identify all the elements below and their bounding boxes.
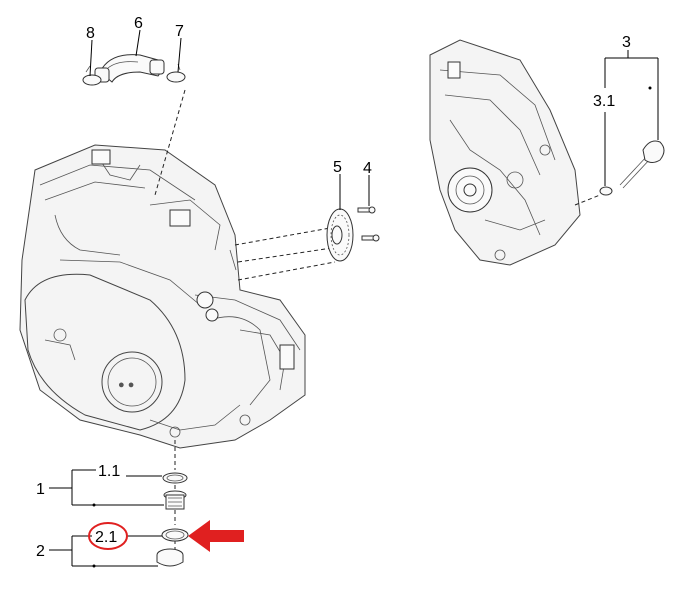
o-ring-1-1 [162, 472, 188, 484]
callout-1: 1 [36, 481, 45, 498]
oil-strainer [163, 490, 187, 510]
callout-1-1: 1.1 [98, 463, 120, 480]
leader-lines [49, 29, 659, 567]
callout-2-1: 2.1 [95, 529, 117, 546]
callout-2: 2 [36, 543, 45, 560]
gear-guide-line-upper [234, 227, 331, 246]
callout-8: 8 [86, 25, 95, 42]
hose-guide-line [154, 89, 186, 196]
leader-dot [92, 503, 96, 507]
highlight-circle [88, 522, 128, 550]
hose-clamp-left [82, 65, 102, 86]
sealing-washer [599, 186, 613, 196]
callout-5: 5 [333, 159, 342, 176]
main-engine-assembly: ● ● [19, 144, 306, 449]
o-ring-2-1 [161, 528, 189, 542]
leader-dot [648, 86, 652, 90]
svg-text:● ●: ● ● [118, 379, 134, 391]
callout-6: 6 [134, 15, 143, 32]
callout-4: 4 [363, 160, 372, 177]
bolt-lower [361, 234, 380, 242]
callout-3: 3 [622, 34, 631, 51]
breather-hose [94, 54, 165, 83]
plug-guide-line-right [574, 194, 601, 206]
gear-guide-line-middle [237, 247, 333, 263]
callout-3-1: 3.1 [593, 93, 615, 110]
bolt-upper [357, 206, 376, 214]
strainer-plug [156, 548, 184, 567]
leader-dot [92, 564, 96, 568]
red-arrow-icon [188, 520, 244, 552]
hose-clamp-right [166, 63, 186, 83]
drive-gear [326, 208, 354, 262]
callout-7: 7 [175, 23, 184, 40]
crankcase-half [429, 39, 581, 266]
gear-guide-line-lower [237, 261, 336, 281]
drain-plug-bolt [619, 140, 665, 189]
